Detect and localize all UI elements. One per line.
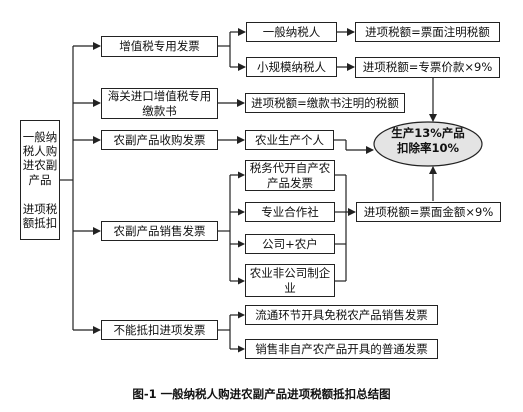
seller-tax-agent-invoice: 税务代开自产农产品发票 <box>245 160 335 191</box>
seller-non-company-enterprise: 农业非公司制企业 <box>245 264 335 297</box>
category-sales-invoice: 农副产品销售发票 <box>101 221 218 241</box>
rule-vat-general: 进项税额=票面注明税额 <box>355 22 500 42</box>
nondeductible-circulation-invoice: 流通环节开具免税农产品销售发票 <box>245 305 438 325</box>
taxpayer-small-scale: 小规模纳税人 <box>246 57 337 77</box>
category-customs-payment-book: 海关进口增值税专用缴款书 <box>101 88 218 119</box>
root-box: 一般纳税人购进农副产品 进项税额抵扣 <box>20 120 60 240</box>
rule-sales: 进项税额=票面金额×9% <box>356 202 501 222</box>
category-purchase-invoice: 农副产品收购发票 <box>101 130 218 150</box>
category-nondeductible-invoice: 不能抵扣进项发票 <box>101 320 218 340</box>
seller-company-farmer: 公司+农户 <box>245 234 335 254</box>
nondeductible-non-self-produced-invoice: 销售非自产农产品开具的普通发票 <box>245 339 438 359</box>
seller-cooperative: 专业合作社 <box>245 202 335 222</box>
category-vat-special-invoice: 增值税专用发票 <box>101 36 218 57</box>
seller-agricultural-producer: 农业生产个人 <box>245 130 334 150</box>
rule-customs: 进项税额=缴款书注明的税额 <box>245 93 405 113</box>
deduction-rate-label: 生产13%产品 扣除率10% <box>391 126 465 155</box>
taxpayer-general: 一般纳税人 <box>246 22 337 42</box>
deduction-rate-ellipse <box>373 121 483 167</box>
figure-caption: 图-1 一般纳税人购进农副产品进项税额抵扣总结图 <box>132 387 391 401</box>
rule-vat-small: 进项税额=专票价款×9% <box>355 57 500 78</box>
